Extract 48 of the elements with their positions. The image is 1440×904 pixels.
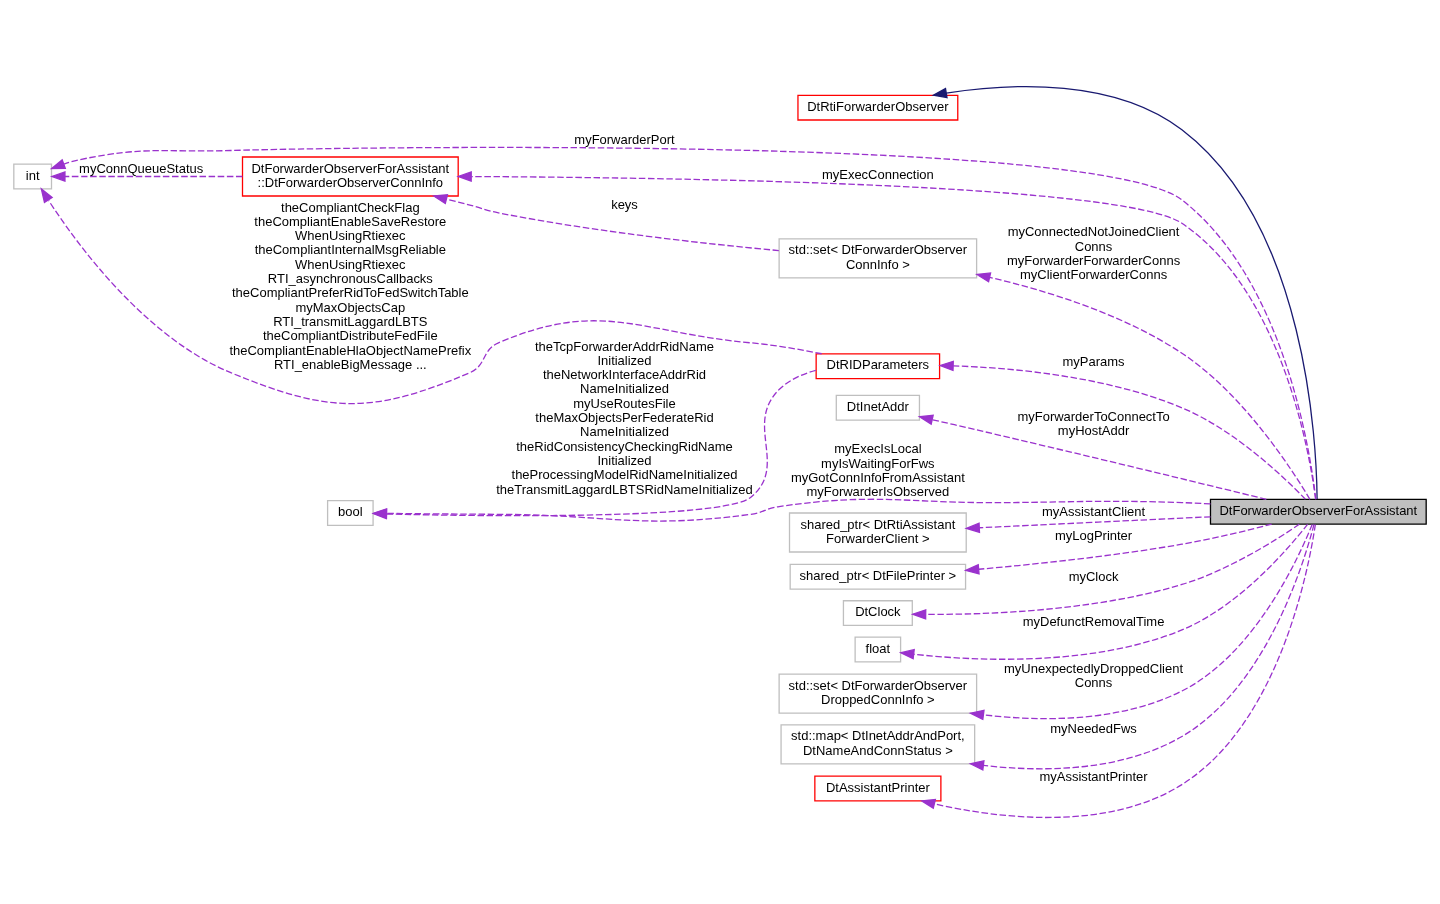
edge-label: myClock (1068, 568, 1119, 584)
edge-label: theCompliantCheckFlag theCompliantEnableSaveRestore WhenUsingRtiexec theCompliantInternalMsgReliable WhenUsingRtiexec RTI_asynchronousCallbacks theCompliantPreferRidToFedSwitchTable myMaxObjectsCap RTI_transmitLaggardLBTS theCompliantDistributeFedFile theCompliantEnableHlaObjectNamePrefix RTI_enableBigMessage ... (229, 199, 472, 372)
edge-label: myForwarderToConnectTo myHostAddr (1017, 408, 1170, 439)
edge-label: myNeededFws (1050, 720, 1137, 736)
node-box: bool (326, 500, 374, 526)
edge-label: myDefunctRemovalTime (1022, 614, 1165, 630)
edge-label: myExecConnection (821, 167, 934, 183)
arrow (917, 414, 1267, 500)
arrow (456, 171, 1317, 500)
node-box: DtRtiForwarderObserver (797, 94, 959, 121)
arrow (50, 171, 243, 182)
node-box: DtForwarderObserverForAssistant ::DtForwarderObserverConnInfo (241, 156, 459, 197)
arrow (431, 194, 780, 252)
edge-label: myExecIsLocal myIsWaitingForFws myGotConnInfoFromAssistant myForwarderIsObserved (790, 441, 965, 500)
arrow (898, 523, 1309, 660)
node-box: std::set< DtForwarderObserver ConnInfo > (778, 238, 978, 279)
node-box: float (854, 636, 902, 663)
edge-label: myAssistantClient (1041, 503, 1146, 519)
arrow (40, 187, 823, 405)
node-box: int (13, 163, 53, 190)
node-box: DtInetAddr (835, 394, 921, 421)
arrow (968, 523, 1313, 721)
node-box: shared_ptr< DtRtiAssistant ForwarderClient > (788, 512, 967, 553)
node-box: DtForwarderObserverForAssistant (1209, 498, 1427, 525)
arrow (910, 523, 1300, 620)
arrow (975, 272, 1311, 500)
node-box: std::set< DtForwarderObserver DroppedConnInfo > (778, 673, 978, 714)
edge-label: keys (611, 196, 638, 212)
edge-label: myConnQueueStatus (79, 160, 204, 176)
node-box: DtAssistantPrinter (814, 775, 942, 802)
arrow (919, 523, 1316, 819)
arrow (931, 85, 1318, 500)
edge-label: myConnectedNotJoinedClient Conns myForwarderForwarderConns myClientForwarderConns (1006, 224, 1181, 283)
arrow (968, 523, 1315, 771)
arrow (963, 523, 1273, 575)
edge-label: myForwarderPort (574, 132, 675, 148)
arrow (964, 516, 1212, 534)
arrow (49, 146, 1317, 500)
edge-label: myAssistantPrinter (1039, 768, 1148, 784)
node-box: DtRIDParameters (815, 353, 941, 380)
arrow (938, 360, 1307, 500)
edge-label: theTcpForwarderAddrRidName Initialized theNetworkInterfaceAddrRid NameInitialized myUseRoutesFile theMaxObjectsPerFederateRid NameInitialized theRidConsistencyCheckingRidName Initialized theProcessingModelRidNameInitialized theTransmitLaggardLBTSRidNameInitialized (496, 338, 753, 497)
node-box: shared_ptr< DtFilePrinter > (789, 563, 967, 590)
edge-label: myParams (1062, 354, 1125, 370)
edge-label: myLogPrinter (1054, 528, 1133, 544)
edge-label: myUnexpectedlyDroppedClient Conns (1004, 660, 1184, 691)
node-box: DtClock (842, 600, 913, 627)
node-box: std::map< DtInetAddrAndPort, DtNameAndConnStatus > (780, 724, 976, 765)
